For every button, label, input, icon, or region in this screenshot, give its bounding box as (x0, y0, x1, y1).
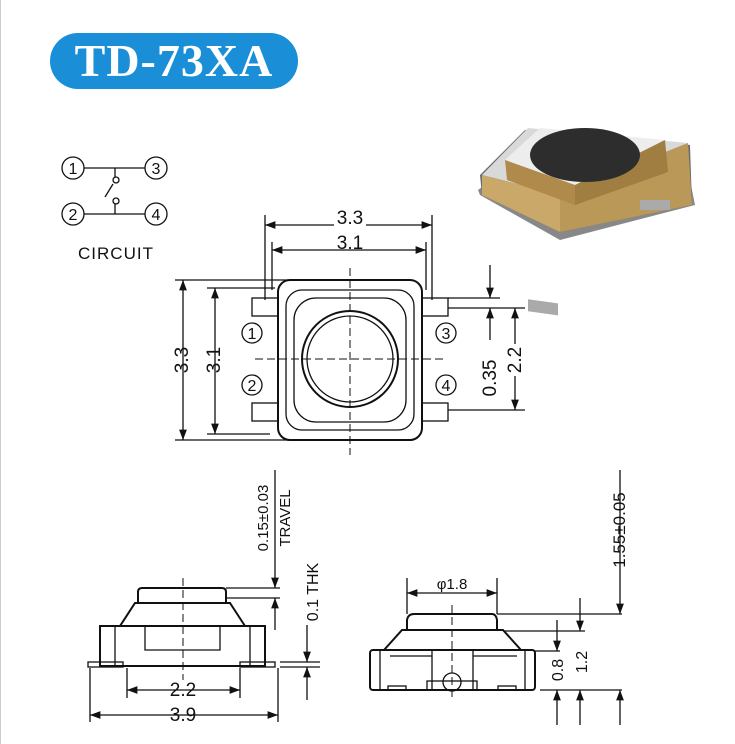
dim-height-inner: 3.1 (204, 347, 225, 373)
top-pin-2: 2 (248, 378, 257, 395)
travel-label: TRAVEL (277, 489, 294, 546)
circuit-pin-4: 4 (152, 207, 161, 224)
top-pin-3: 3 (442, 326, 451, 343)
circuit-pin-1: 1 (69, 161, 78, 178)
body-height-dimension: 0.8 (550, 659, 567, 681)
diameter-dimension: φ1.8 (437, 576, 468, 593)
thickness-dimension: 0.1 THK (305, 562, 322, 621)
circuit-label: CIRCUIT (78, 244, 154, 263)
travel-dimension: 0.15±0.03 (255, 485, 272, 552)
dim-pitch: 2.2 (505, 347, 526, 373)
circuit-pin-3: 3 (152, 161, 161, 178)
circuit-pin-2: 2 (69, 207, 78, 224)
product-title: TD-73XA (50, 33, 298, 89)
circuit-diagram: 1 3 2 4 CIRCUIT (61, 156, 168, 263)
mid-height-dimension: 1.2 (574, 651, 591, 673)
dim-width-inner: 3.1 (337, 233, 363, 254)
dim-pitch-backdrop (506, 344, 524, 376)
dim-outer-width: 3.9 (170, 705, 196, 726)
dim-width-outer-backdrop (334, 209, 366, 227)
dim-width-outer: 3.3 (337, 208, 363, 229)
top-view-drawing: 1 3 2 4 3.3 3.1 3.3 3.1 0.35 2.2 (172, 208, 526, 455)
page-border (0, 0, 1, 744)
dim-height-outer: 3.3 (172, 347, 193, 373)
total-height-dimension: 1.55±0.05 (610, 492, 629, 568)
dim-inner-width: 2.2 (170, 680, 196, 701)
top-pin-1: 1 (248, 326, 257, 343)
side-view-left: 0.15±0.03 TRAVEL 0.1 THK 2.2 3.9 (87, 470, 322, 726)
dim-pad: 0.35 (480, 360, 501, 397)
top-pin-4: 4 (442, 378, 451, 395)
side-view-right: φ1.8 1.55±0.05 0.8 1.2 (369, 470, 629, 725)
product-photo (478, 128, 695, 316)
